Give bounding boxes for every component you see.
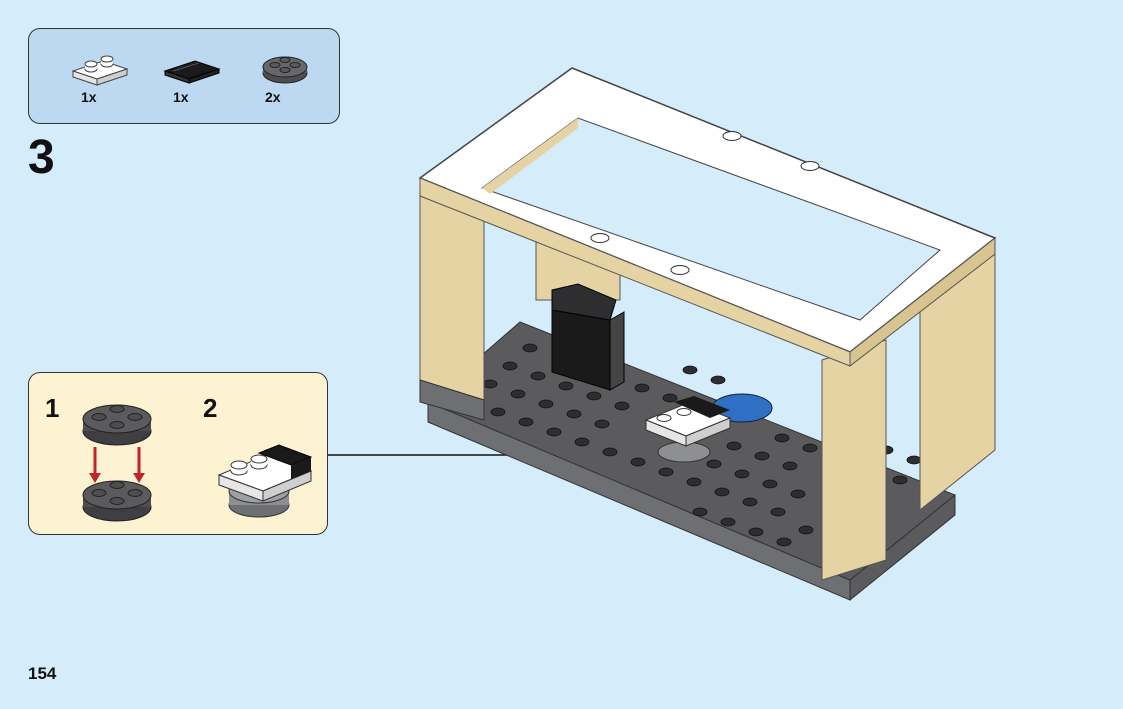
round-plate-icon (262, 56, 308, 84)
page-number: 154 (28, 664, 57, 683)
black-tile-icon (163, 60, 221, 84)
sub-step-number: 2 (203, 393, 218, 423)
part-quantity: 1x (81, 89, 97, 105)
sub-step-number: 1 (45, 393, 60, 423)
building-model-illustration (418, 67, 997, 602)
parts-list-box: 1x 1x 2x (28, 28, 340, 124)
part-quantity: 2x (265, 89, 281, 105)
part-black-tile: 1x (159, 43, 229, 113)
white-plate-icon (71, 55, 129, 86)
part-white-plate: 1x (67, 43, 137, 113)
part-round-plate: 2x (251, 43, 321, 113)
sub-step-1-illustration (82, 404, 152, 522)
part-quantity: 1x (173, 89, 189, 105)
sub-assembly-box: 1 2 (28, 372, 328, 535)
step-number: 3 (28, 131, 55, 184)
sub-step-2-illustration (217, 444, 313, 518)
